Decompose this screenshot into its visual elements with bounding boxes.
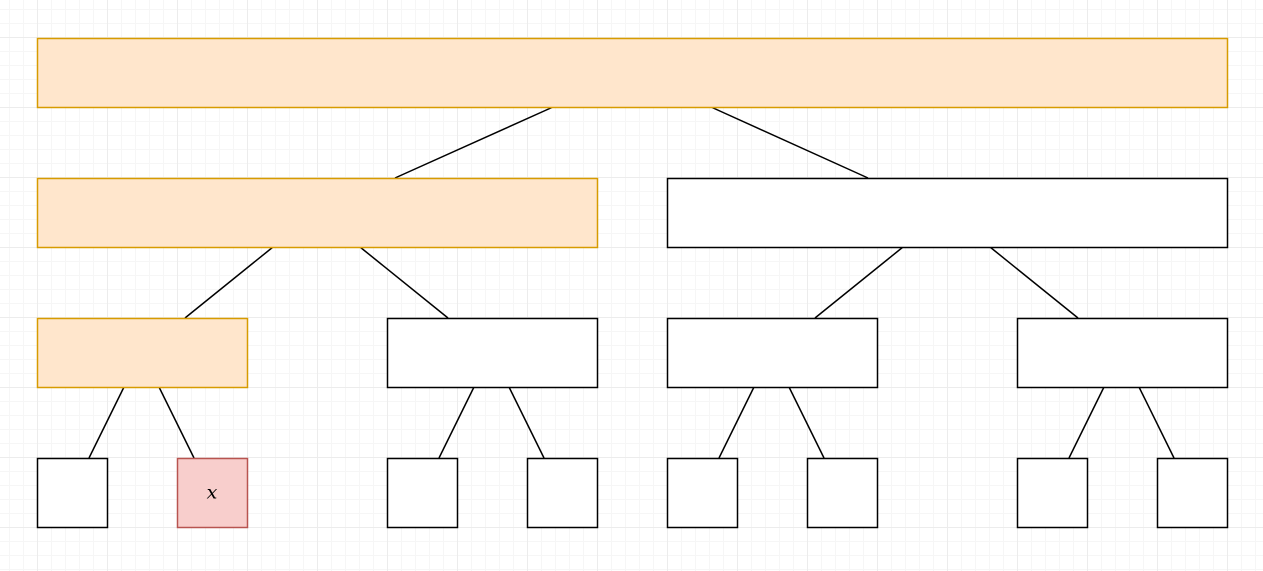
edge-n7-n14 xyxy=(1068,386,1105,459)
edge-n6-n13 xyxy=(788,386,825,459)
tree-node-n1 xyxy=(36,37,1229,109)
edge-n2-n5 xyxy=(359,246,449,319)
node-box-n6 xyxy=(666,317,879,389)
tree-node-n6 xyxy=(666,317,879,389)
node-box-n1 xyxy=(36,37,1229,109)
tree-edges xyxy=(88,106,1175,459)
tree-node-n2 xyxy=(36,177,599,249)
edge-n1-n3 xyxy=(710,106,869,179)
node-box-n4 xyxy=(36,317,249,389)
edge-n4-n8 xyxy=(88,386,125,459)
node-box-n14 xyxy=(1016,457,1089,529)
edge-n5-n10 xyxy=(438,386,475,459)
tree-node-n7 xyxy=(1016,317,1229,389)
node-box-n12 xyxy=(666,457,739,529)
edge-n6-n12 xyxy=(718,386,755,459)
edge-n3-n6 xyxy=(814,246,904,319)
edge-n7-n15 xyxy=(1138,386,1175,459)
tree-node-n4 xyxy=(36,317,249,389)
node-label-n9: x xyxy=(207,482,218,504)
node-box-n11 xyxy=(526,457,599,529)
edge-n3-n7 xyxy=(989,246,1079,319)
node-box-n3 xyxy=(666,177,1229,249)
node-box-n7 xyxy=(1016,317,1229,389)
node-box-n5 xyxy=(386,317,599,389)
tree-node-n8 xyxy=(36,457,109,529)
tree-node-n3 xyxy=(666,177,1229,249)
node-box-n13 xyxy=(806,457,879,529)
tree-nodes: x xyxy=(36,37,1229,529)
tree-node-n13 xyxy=(806,457,879,529)
tree-node-n10 xyxy=(386,457,459,529)
tree-node-n15 xyxy=(1156,457,1229,529)
tree-node-n9: x xyxy=(176,457,249,529)
node-box-n10 xyxy=(386,457,459,529)
edge-n5-n11 xyxy=(508,386,545,459)
edge-n1-n2 xyxy=(394,106,554,179)
tree-node-n14 xyxy=(1016,457,1089,529)
node-box-n15 xyxy=(1156,457,1229,529)
tree-node-n12 xyxy=(666,457,739,529)
tree-node-n5 xyxy=(386,317,599,389)
node-box-n9 xyxy=(176,457,249,529)
tree-node-n11 xyxy=(526,457,599,529)
edge-n4-n9 xyxy=(158,386,195,459)
node-box-n2 xyxy=(36,177,599,249)
edge-n2-n4 xyxy=(184,246,274,319)
node-box-n8 xyxy=(36,457,109,529)
